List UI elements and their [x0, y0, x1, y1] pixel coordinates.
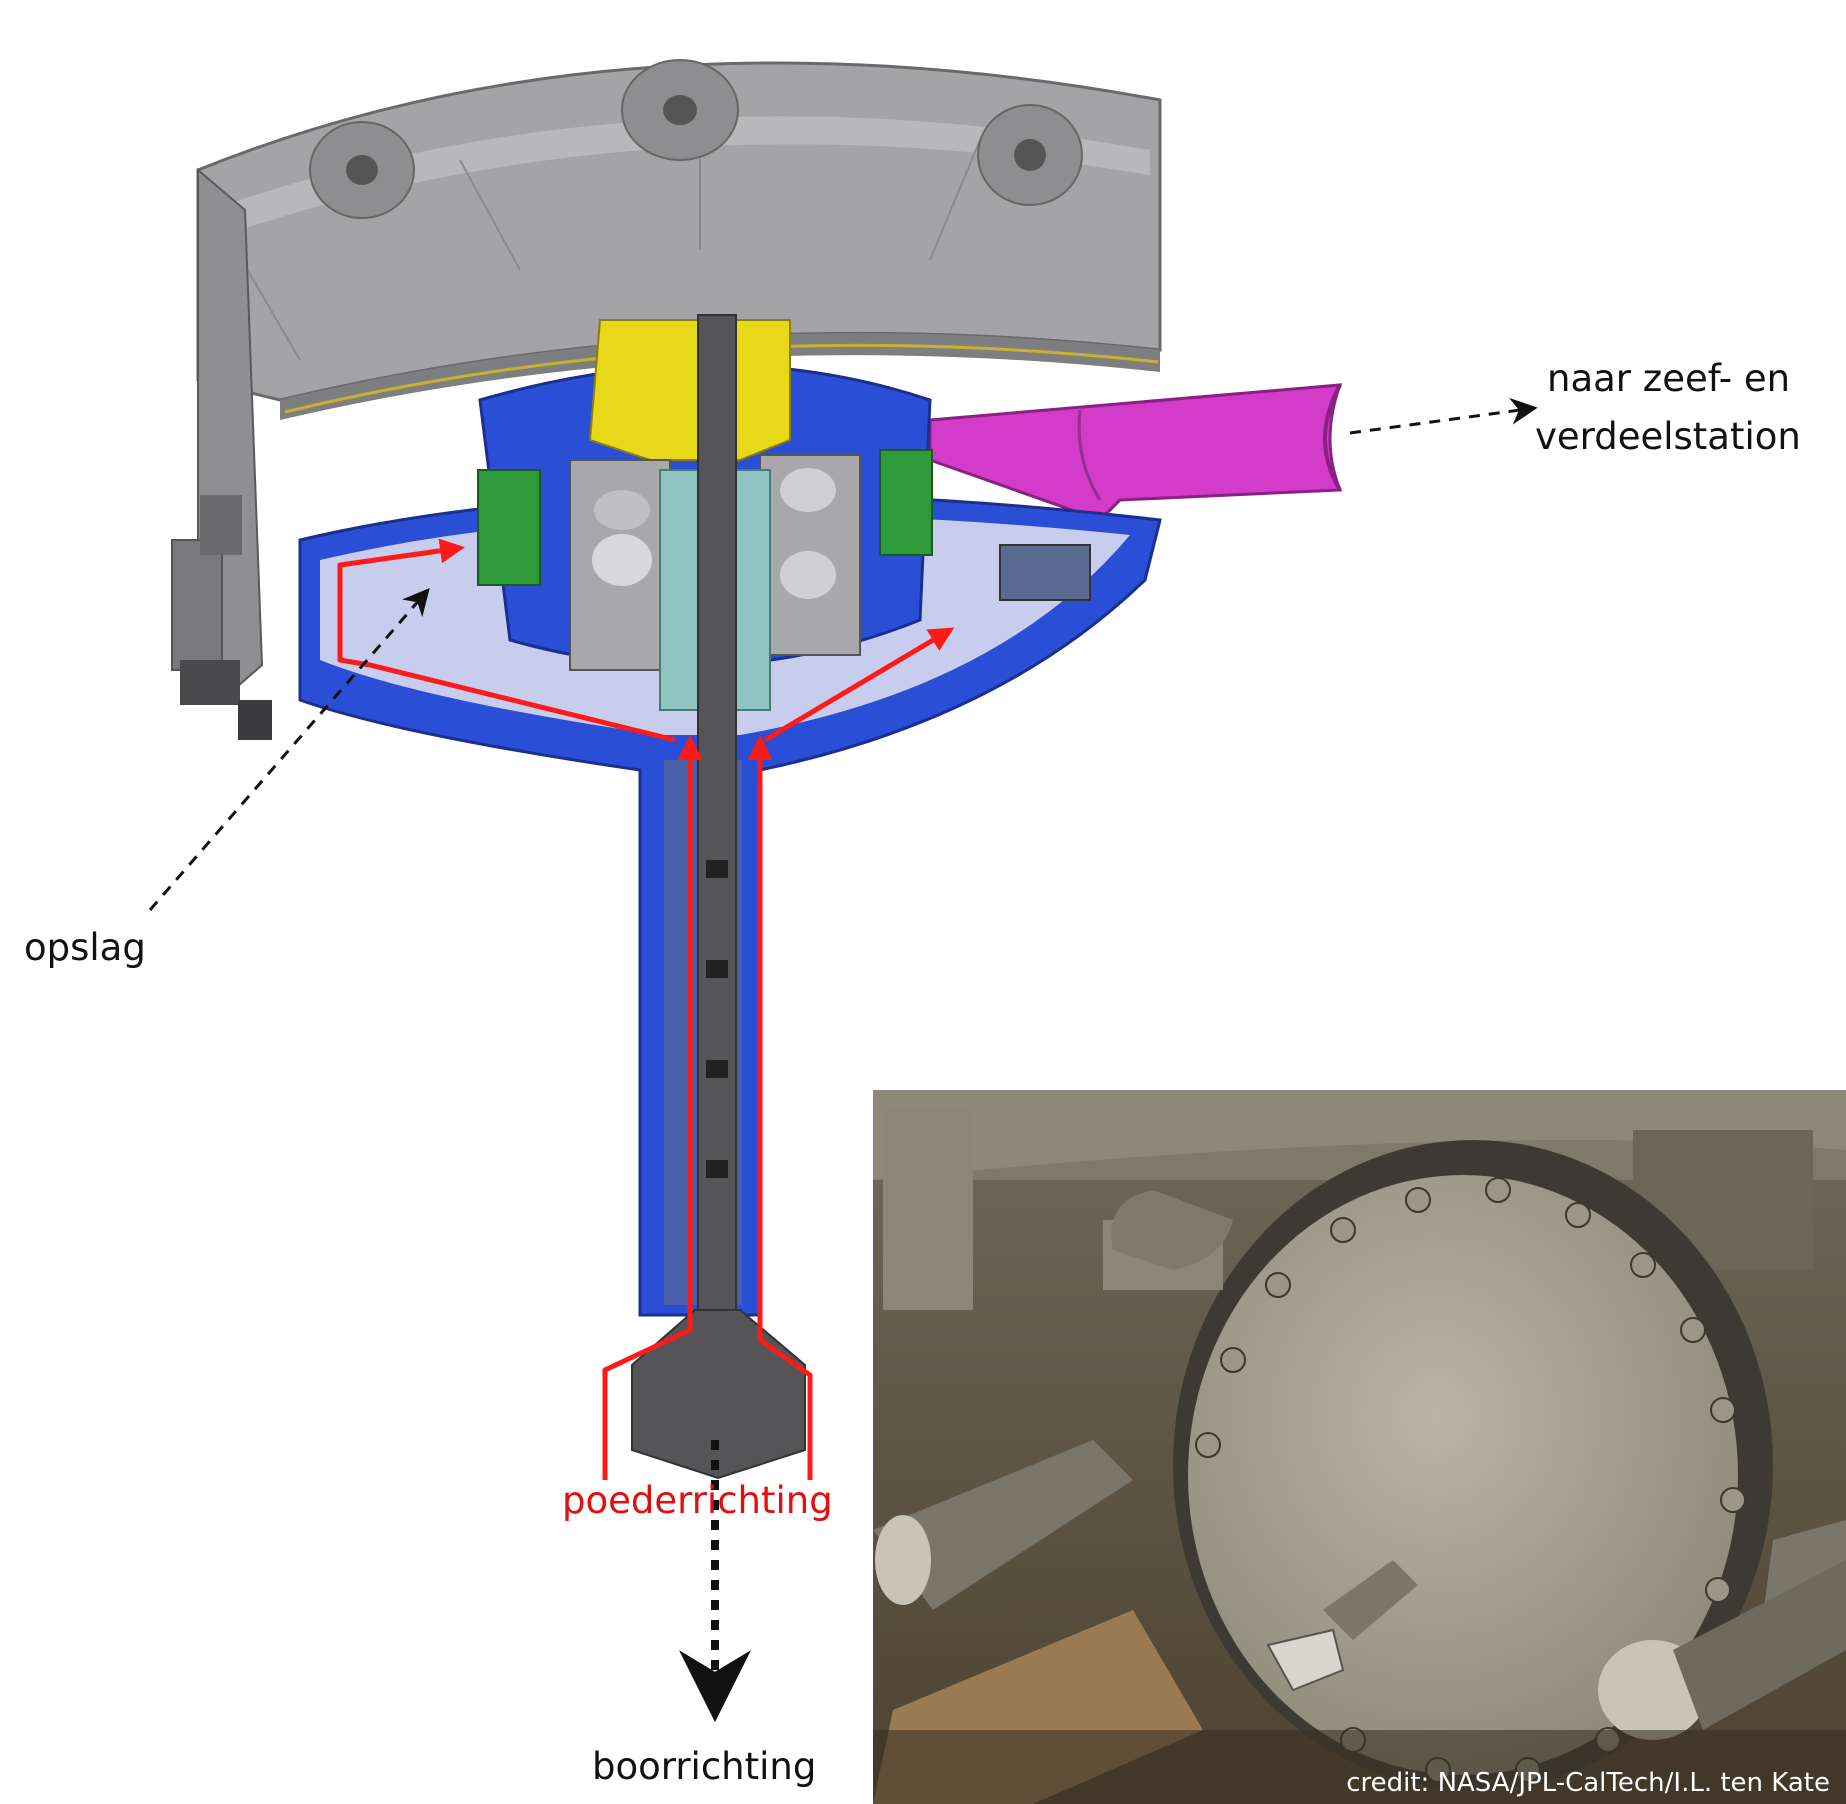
annotation-arrows — [148, 397, 1538, 1723]
photo-credit: credit: NASA/JPL-CalTech/I.L. ten Kate — [1346, 1768, 1830, 1798]
label-powder-direction: poederrichting — [562, 1479, 833, 1522]
housing-ring — [196, 59, 1162, 420]
photo-illustration — [873, 1090, 1846, 1804]
label-to-sieve-line1: naar zeef- en — [1547, 357, 1791, 400]
rover-drill-photo: credit: NASA/JPL-CalTech/I.L. ten Kate — [873, 1090, 1846, 1804]
label-drill-direction: boorrichting — [592, 1745, 817, 1788]
drill-bit — [631, 1309, 806, 1480]
label-to-sieve-line2: verdeelstation — [1535, 415, 1801, 458]
label-storage: opslag — [24, 926, 146, 969]
arrow-to-sieve — [1349, 397, 1538, 435]
drill-shaft — [631, 314, 806, 1480]
powder-flow-arrows — [337, 538, 955, 1480]
arrow-to-storage — [148, 587, 430, 911]
magenta-chute — [928, 383, 1343, 522]
left-bracket — [171, 167, 272, 740]
